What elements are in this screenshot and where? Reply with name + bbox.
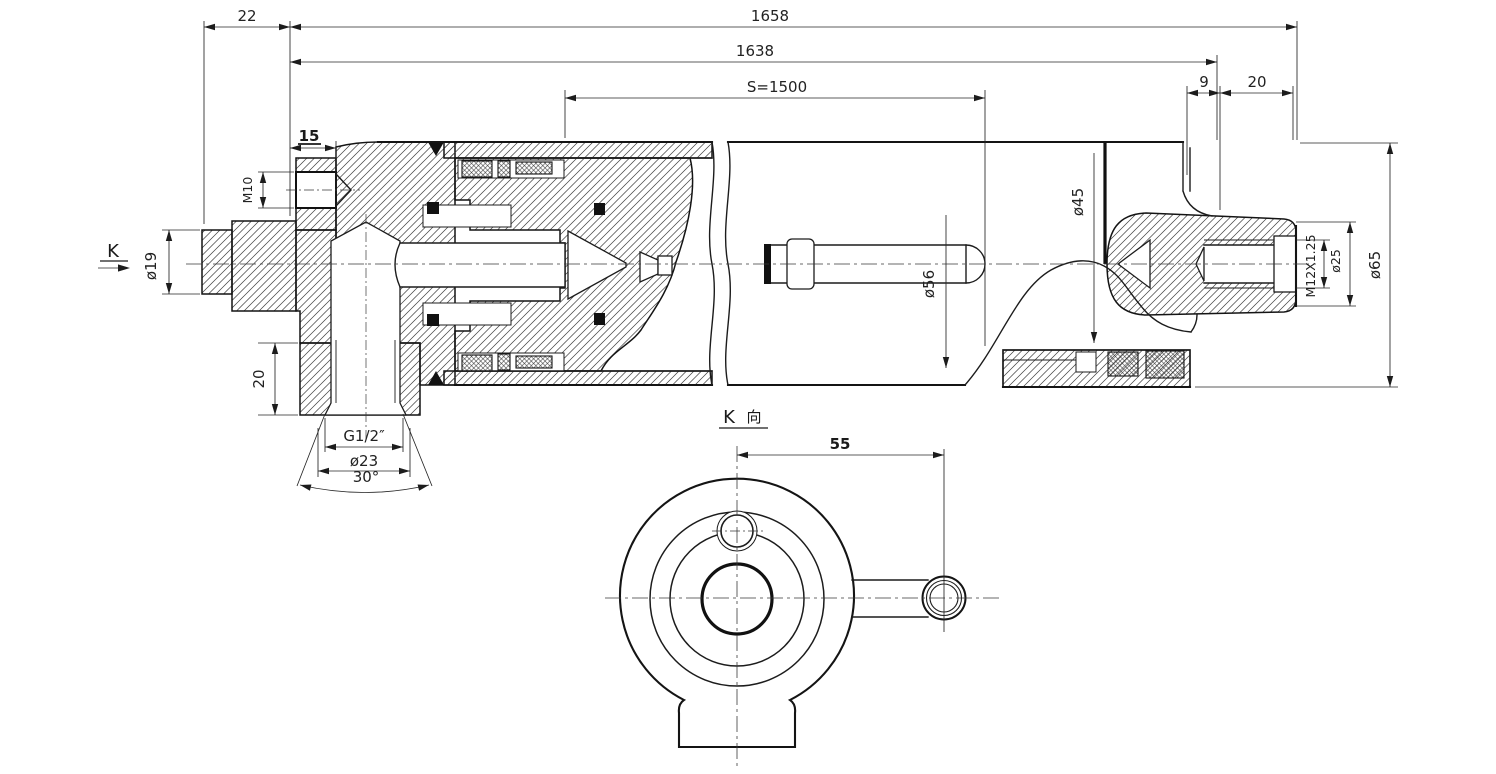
dim-20-port: 20 <box>250 369 268 388</box>
weld-mark-top <box>428 142 444 156</box>
label-g12-thread: G1/2″ <box>343 427 385 445</box>
k-direction-view: 55 K 向 <box>605 407 1002 766</box>
piston-strip-outline <box>1002 349 1191 388</box>
oring-bottom-left <box>427 314 439 326</box>
label-m12-thread: M12X1.25 <box>1303 234 1318 297</box>
wiper-seal-bottom <box>461 354 493 372</box>
weld-mark-bottom <box>428 371 444 385</box>
seals-and-welds <box>427 142 1185 385</box>
poppet-tip <box>657 255 673 276</box>
barrel-wall-top-section <box>443 141 713 159</box>
cone-cavity <box>567 229 627 301</box>
piston-groove <box>1075 351 1097 373</box>
dim-dia23: ø23 <box>350 452 378 470</box>
extension-lines-set <box>162 21 1398 477</box>
oring-top-right <box>594 203 605 215</box>
kview-port-tube <box>851 579 929 618</box>
dim-20-right: 20 <box>1247 73 1266 91</box>
label-m10-thread: M10 <box>240 177 255 204</box>
dim-dia19: ø19 <box>142 252 160 280</box>
seal-ring-top <box>497 160 511 178</box>
kview-outer-profile <box>619 477 855 749</box>
extension-lines <box>162 21 1398 477</box>
dim-1638: 1638 <box>736 42 774 60</box>
dim-22: 22 <box>237 7 256 25</box>
k-view-direction-arrowhead <box>118 264 130 272</box>
rod-bore-fill <box>395 243 565 287</box>
dim-dia25: ø25 <box>1328 249 1343 273</box>
dim-15: 15 <box>299 127 320 145</box>
wiper-seal-top <box>461 160 493 178</box>
dim-stroke-s1500: S=1500 <box>747 78 807 96</box>
dim-dia65: ø65 <box>1366 251 1384 279</box>
left-eye-stub-section <box>201 229 233 295</box>
head-lower-column <box>295 229 337 344</box>
kview-title-k: K <box>723 407 736 428</box>
piston-seal-right <box>1145 350 1185 379</box>
centerlines <box>186 214 1320 440</box>
barrel-inner-walls <box>454 157 713 372</box>
view-arrow-k-label: K <box>107 241 120 262</box>
bushing-groove-bottom <box>422 302 512 326</box>
port-channel <box>323 221 408 416</box>
barrel-wall-bottom-section <box>443 370 713 386</box>
dimension-lines <box>165 23 1394 493</box>
dim-55: 55 <box>830 435 851 453</box>
angle-arc-30 <box>299 484 430 493</box>
piston-seal-left <box>1107 351 1139 377</box>
dim-angle-30: 30° <box>353 468 380 486</box>
oring-bottom-right <box>594 313 605 325</box>
dim-dia56: ø56 <box>920 270 938 298</box>
main-section-view: 22 1658 1638 S=1500 9 20 15 M10 ø19 20 G… <box>98 7 1398 493</box>
packing-seal-bottom <box>515 355 553 369</box>
oring-top-left <box>427 202 439 214</box>
dimension-labels: 22 1658 1638 S=1500 9 20 15 M10 ø19 20 G… <box>98 7 1384 486</box>
rod-bore-outline <box>394 242 566 288</box>
left-flange-section <box>231 220 297 312</box>
packing-seal-top <box>515 161 553 175</box>
dim-1658: 1658 <box>751 7 789 25</box>
bores-and-cavities <box>286 159 1297 416</box>
port-thread-lines <box>335 340 396 403</box>
cap-neck-profile <box>1182 141 1213 217</box>
dim-9: 9 <box>1199 73 1209 91</box>
cone-angle-legs <box>296 413 433 487</box>
dim-dia45: ø45 <box>1069 188 1087 216</box>
cast-transition-contour <box>964 260 1198 386</box>
dimension-arrows <box>165 23 1394 491</box>
seal-ring-bottom <box>497 353 511 371</box>
kview-title-direction: 向 <box>746 408 761 426</box>
bushing-groove-top <box>422 204 512 228</box>
